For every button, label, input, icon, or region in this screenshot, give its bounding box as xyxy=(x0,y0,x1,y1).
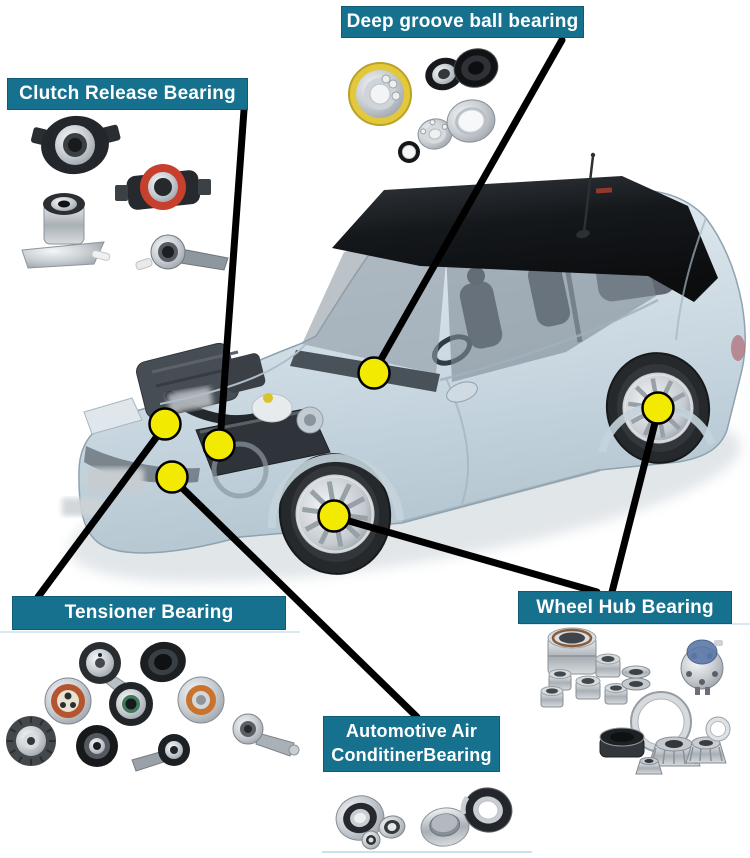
label-clutch-release-bearing: Clutch Release Bearing xyxy=(7,78,248,110)
ac-ring-bearing xyxy=(378,815,406,839)
fan-ring xyxy=(211,441,269,499)
ac-ring-bearing xyxy=(335,795,385,841)
ac-ring-bearing-black xyxy=(460,787,513,833)
label-deep-groove-ball-bearing: Deep groove ball bearing xyxy=(341,6,584,38)
headlight xyxy=(83,397,143,435)
air-conditioner-photo xyxy=(335,787,513,850)
stacked-rings xyxy=(621,665,651,691)
windshield xyxy=(302,230,446,374)
wheel-hub-callout-line xyxy=(608,407,662,596)
label-text: ConditinerBearing xyxy=(331,745,492,765)
wheel-hub-photo xyxy=(540,627,731,775)
hub-unit-blue-cap xyxy=(680,639,724,695)
car-roof-panel xyxy=(332,176,718,302)
air-conditioner-callout-line xyxy=(169,475,421,721)
clutch-bearing-red-seal xyxy=(115,164,211,210)
deep-groove-callout-line xyxy=(371,36,566,374)
ac-ring-bearing-small xyxy=(361,830,381,850)
clutch-bearing-lever xyxy=(135,234,229,271)
reservoir-cap xyxy=(263,393,273,403)
deep-groove-location-dot xyxy=(357,356,391,390)
tensioner-pulley xyxy=(140,641,186,683)
roller-bearing xyxy=(604,683,628,705)
label-text: Deep groove ball bearing xyxy=(346,11,579,33)
tensioner-photo xyxy=(6,641,300,772)
tensioner-pulley xyxy=(76,725,118,767)
photo-frame-rule xyxy=(520,623,750,625)
callout-layer xyxy=(34,36,675,721)
roller-bearing xyxy=(540,686,564,708)
clutch-release-photo xyxy=(21,115,229,271)
wheel-hub-location-dot xyxy=(641,391,675,425)
sealed-bearing xyxy=(453,48,499,88)
photo-frame-rule xyxy=(0,631,300,633)
car-cutaway-illustration xyxy=(62,152,746,575)
wheel-hub-callout-line xyxy=(331,513,601,596)
clutch-bearing-black xyxy=(31,115,121,175)
small-race-ring xyxy=(705,716,731,742)
roof-trim xyxy=(595,187,613,194)
sealed-hub-bearing xyxy=(599,727,645,758)
deep-groove-photo xyxy=(348,48,499,163)
double-row-bearing xyxy=(547,627,597,675)
label-text: Wheel Hub Bearing xyxy=(536,596,714,618)
yellow-shield-bearing xyxy=(348,62,412,126)
roller-bearing xyxy=(575,675,601,700)
label-text: Tensioner Bearing xyxy=(64,602,234,624)
roller-bearing xyxy=(595,653,621,678)
air-conditioner-location-dot xyxy=(155,460,189,494)
label-text: Automotive Air xyxy=(345,721,478,742)
label-automotive-air-conditioner-bearing: Automotive Air ConditinerBearing xyxy=(323,716,500,772)
tensioner-pulley-orange xyxy=(177,676,225,724)
bearing-ring xyxy=(446,99,496,143)
sealed-bearing xyxy=(425,57,463,91)
tensioner-with-bracket xyxy=(232,713,300,757)
tensioner-pulley-ribbed xyxy=(6,716,56,766)
coolant-reservoir xyxy=(251,393,293,423)
tail-light xyxy=(731,335,745,361)
ac-cylinder-ring xyxy=(420,807,470,847)
engine-bay xyxy=(62,342,331,516)
tensioner-pulley-green xyxy=(109,682,153,726)
antenna xyxy=(576,152,596,239)
tensioner-with-arm xyxy=(131,734,190,772)
label-text: Clutch Release Bearing xyxy=(19,83,236,105)
tapered-roller-bearing xyxy=(685,736,727,764)
clutch-release-callout-line xyxy=(216,106,248,446)
small-ring-bearing xyxy=(398,141,420,163)
side-mirror xyxy=(446,381,478,403)
large-race-ring xyxy=(630,691,692,753)
small-tapered-bearing xyxy=(635,757,663,775)
clutch-slave-cylinder xyxy=(21,193,111,269)
label-wheel-hub-bearing: Wheel Hub Bearing xyxy=(518,591,732,624)
wheel-hub-location-dot xyxy=(317,499,351,533)
label-tensioner-bearing: Tensioner Bearing xyxy=(12,596,286,630)
tensioner-callout-line xyxy=(34,423,168,601)
tensioner-location-dot xyxy=(148,407,182,441)
clutch-release-location-dot xyxy=(202,428,236,462)
photo-frame-rule xyxy=(322,851,532,853)
tensioner-pulley-red xyxy=(44,677,92,725)
roller-bearing xyxy=(548,669,572,691)
